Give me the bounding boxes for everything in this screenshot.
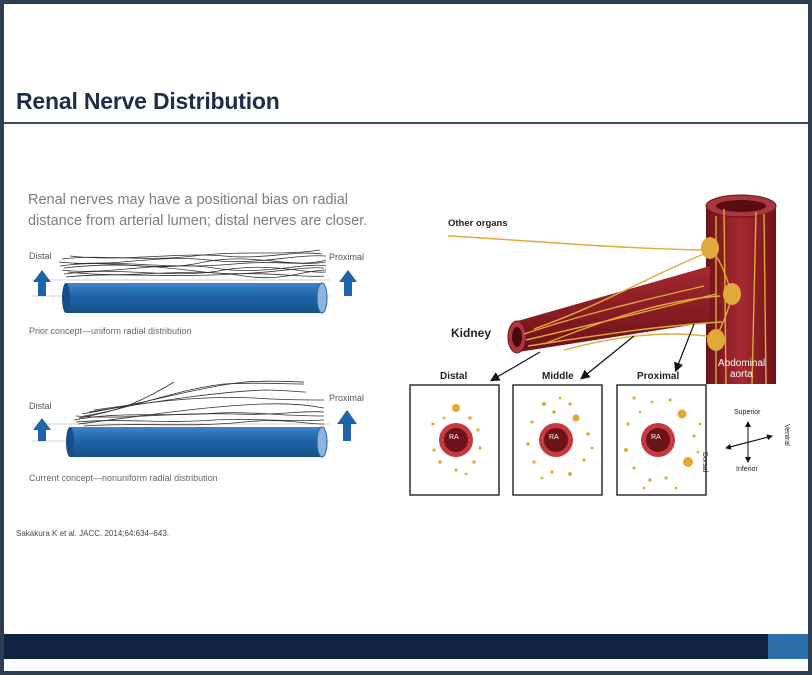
superior-label: Superior	[734, 409, 761, 416]
orientation-compass	[725, 421, 773, 463]
renal-nerves	[447, 208, 767, 385]
distal-up-arrow-2	[33, 418, 51, 441]
distal-label-bottom: Distal	[29, 401, 52, 411]
slide-title: Renal Nerve Distribution	[16, 88, 280, 114]
section-proximal	[616, 384, 707, 496]
ganglion-icon	[707, 329, 725, 351]
proximal-label-bottom: Proximal	[329, 393, 365, 403]
distal-up-arrow	[33, 270, 51, 296]
prior-concept-diagram	[32, 249, 357, 314]
distal-label-top: Distal	[29, 251, 52, 261]
section-label-distal: Distal	[440, 371, 468, 382]
aorta-label-line1: Abdominal	[718, 358, 766, 369]
vessel-label-distal: RA	[449, 434, 459, 441]
footer-bar	[4, 634, 768, 659]
ganglion-icon	[701, 237, 719, 259]
nonuniform-nerve-fibers	[73, 380, 325, 427]
vessel-label-middle: RA	[549, 434, 559, 441]
citation: Sakakura K et al. JACC. 2014;64:634–643.	[16, 529, 169, 538]
renal-artery	[514, 266, 710, 352]
proximal-up-arrow-2	[337, 410, 357, 441]
inferior-label: Inferior	[736, 466, 758, 473]
ganglion-icon	[723, 283, 741, 305]
slide: Renal Nerve Distribution Renal nerves ma…	[4, 4, 808, 671]
prior-concept-caption: Prior concept—uniform radial distributio…	[29, 326, 192, 336]
aorta-label-line2: aorta	[730, 369, 753, 380]
proximal-label-top: Proximal	[329, 252, 365, 262]
section-label-proximal: Proximal	[637, 371, 680, 382]
uniform-nerve-fibers	[58, 249, 327, 279]
current-concept-caption: Current concept—nonuniform radial distri…	[29, 473, 218, 483]
section-distal	[409, 384, 500, 496]
footer-accent	[768, 634, 808, 659]
proximal-up-arrow	[339, 270, 357, 296]
title-divider	[4, 122, 808, 124]
section-middle	[512, 384, 603, 496]
ventral-label: Ventral	[783, 424, 790, 446]
vessel-label-proximal: RA	[651, 434, 661, 441]
renal-artery-illustration	[409, 194, 777, 496]
other-organs-label: Other organs	[448, 218, 508, 229]
dorsal-label: Dorsal	[701, 452, 708, 473]
current-concept-diagram	[32, 380, 357, 458]
illustration-canvas	[32, 194, 777, 496]
kidney-label: Kidney	[451, 326, 492, 340]
intro-text: Renal nerves may have a positional bias …	[28, 192, 368, 229]
section-label-middle: Middle	[542, 371, 574, 382]
